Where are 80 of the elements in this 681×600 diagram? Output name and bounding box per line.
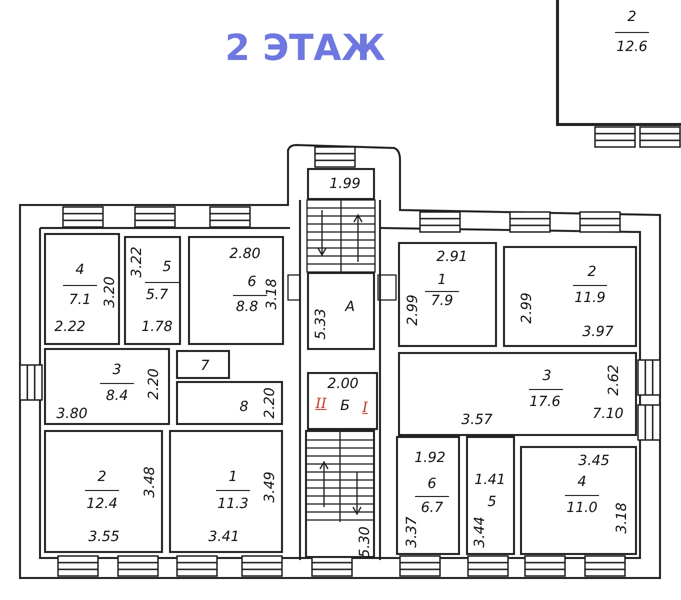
room-number: 2: [588, 265, 596, 279]
room-number: 1: [438, 273, 446, 287]
room: [44, 430, 163, 553]
room-area: 11.0: [566, 501, 598, 515]
room: [176, 350, 230, 379]
room-number: 6: [248, 275, 256, 289]
dimension-label: 3.44: [473, 516, 487, 548]
dimension-label: 3.20: [103, 276, 117, 308]
room-area: 12.6: [616, 40, 648, 54]
dimension-label: 7.10: [592, 407, 624, 421]
dimension-label: 3.55: [88, 530, 120, 544]
room-area: 11.3: [217, 497, 249, 511]
room: [503, 246, 637, 347]
dimension-label: 3.18: [615, 502, 629, 534]
dimension-label: 2.99: [406, 294, 420, 326]
dimension-label: 1.92: [414, 451, 446, 465]
room-number: 2: [98, 470, 106, 484]
dimension-label: 3.48: [143, 466, 157, 498]
dimension-label: 2.20: [263, 387, 277, 419]
dimension-label: 1.41: [474, 473, 506, 487]
dimension-label: 3.22: [130, 246, 144, 278]
dimension-label: 2.20: [147, 368, 161, 400]
dimension-label: 2.99: [520, 292, 534, 324]
room: [466, 436, 515, 555]
room-letter: Б: [340, 399, 350, 413]
room-area: 8.4: [106, 389, 128, 403]
room-number: 6: [428, 477, 436, 491]
room-area: 5.7: [146, 288, 168, 302]
room: [520, 446, 637, 555]
dimension-label: 2.00: [327, 377, 359, 391]
room-number: 4: [578, 475, 586, 489]
dimension-label: 2.62: [607, 364, 621, 396]
room: [557, 0, 681, 125]
room: [169, 430, 283, 553]
dimension-label: 1.78: [141, 320, 173, 334]
room: [307, 372, 378, 430]
room-area: 11.9: [574, 291, 606, 305]
dimension-label: 2.91: [436, 250, 468, 264]
room-number: 3: [112, 363, 122, 377]
room-number: 5: [162, 260, 172, 274]
room: [398, 242, 497, 347]
room-area: 17.6: [529, 395, 561, 409]
dimension-label: 3.18: [265, 278, 279, 310]
room: [307, 272, 375, 350]
room-number: 3: [542, 369, 552, 383]
room-number: 5: [488, 495, 496, 509]
room-area: 7.9: [430, 294, 454, 308]
roman-numeral: II: [315, 397, 327, 411]
room: [44, 233, 120, 345]
roman-numeral: I: [362, 401, 368, 415]
floor-title: 2 ЭТАЖ: [225, 28, 386, 69]
room-number: 4: [76, 263, 84, 277]
dimension-label: 5.33: [314, 308, 328, 340]
room-area: 8.8: [236, 300, 258, 314]
room: [188, 236, 284, 345]
dimension-label: 3.80: [56, 407, 88, 421]
room: [44, 348, 170, 425]
room-number: 8: [240, 400, 248, 414]
room: [124, 236, 181, 345]
dimension-label: 2.80: [229, 247, 261, 261]
dimension-label: 2.22: [54, 320, 86, 334]
dimension-label: 3.37: [405, 516, 419, 548]
room-area: 12.4: [86, 497, 118, 511]
dimension-label: 3.97: [582, 325, 614, 339]
room: [176, 381, 283, 425]
dimension-label: 3.41: [208, 530, 240, 544]
dimension-label: 3.57: [461, 413, 493, 427]
dimension-label: 3.49: [263, 471, 277, 503]
room: [307, 168, 375, 200]
room-letter: А: [345, 300, 355, 314]
room: [396, 436, 460, 555]
dimension-label: 5.30: [358, 526, 372, 558]
room-area: 6.7: [420, 501, 444, 515]
room-number: 2: [628, 10, 636, 24]
dimension-label: 1.99: [329, 177, 361, 191]
dimension-label: 3.45: [578, 454, 610, 468]
room-area: 7.1: [68, 293, 92, 307]
room: [398, 352, 637, 436]
room-number: 7: [200, 359, 210, 373]
room-number: 1: [228, 470, 238, 484]
